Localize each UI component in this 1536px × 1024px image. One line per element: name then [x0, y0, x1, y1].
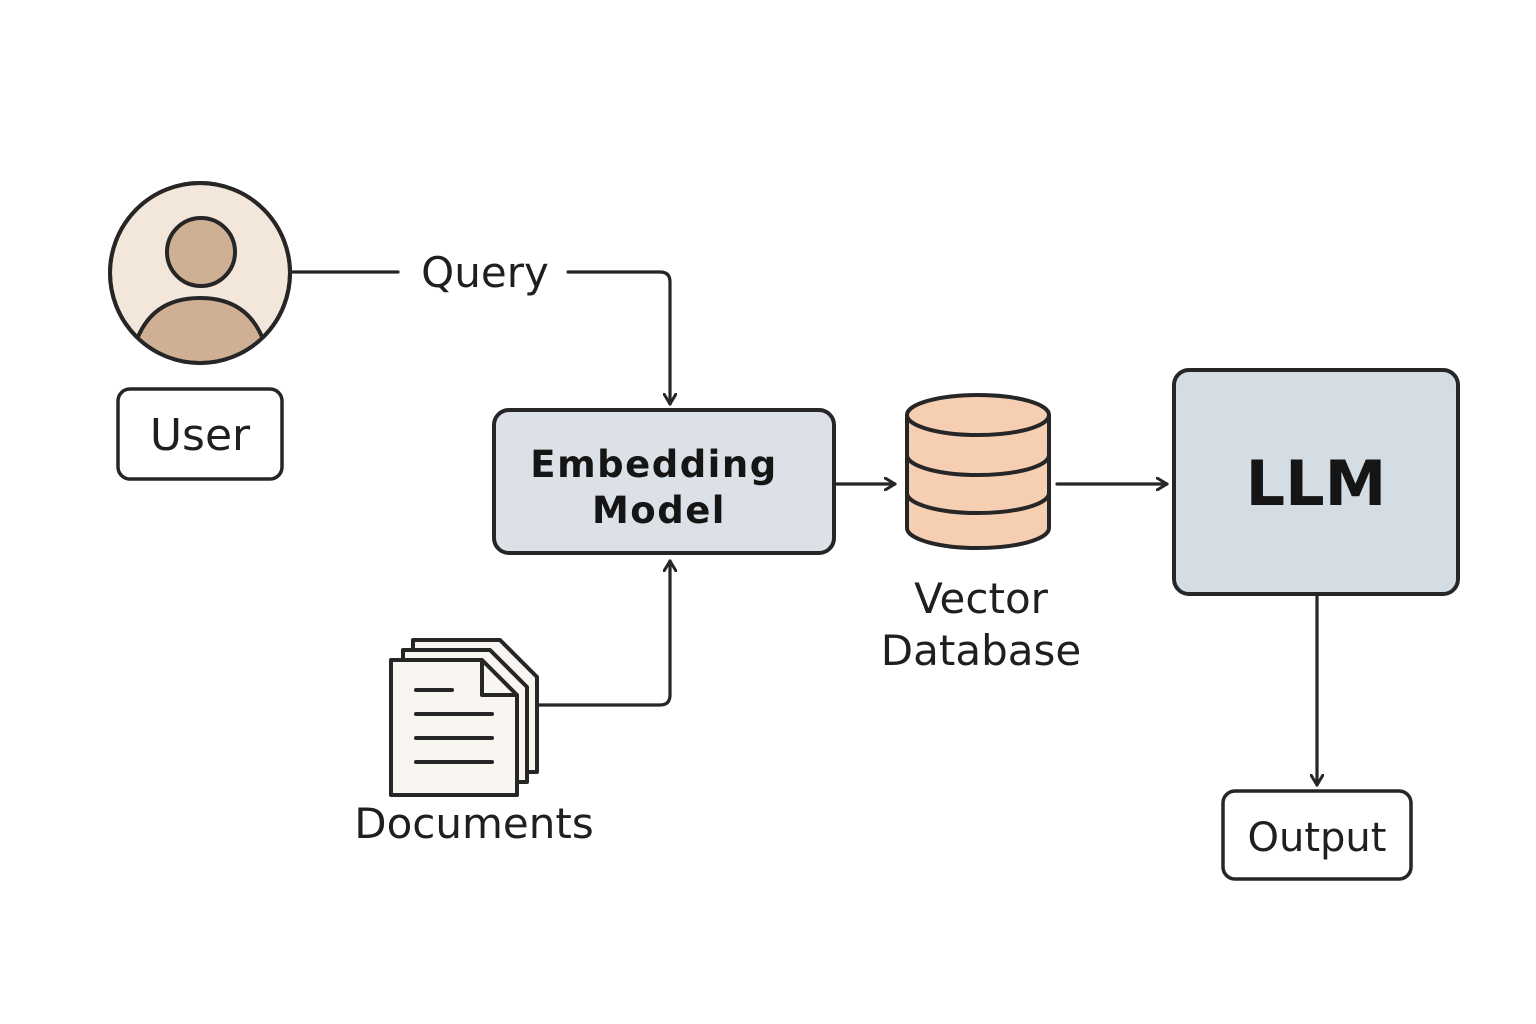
documents-stack-icon — [389, 638, 539, 797]
output-node: Output — [1221, 789, 1413, 881]
llm-label: LLM — [1246, 447, 1387, 520]
user-node: User — [108, 181, 292, 481]
embedding-model-box — [492, 408, 836, 555]
database-cylinder-icon — [905, 393, 1051, 550]
query-label: Query — [421, 248, 549, 297]
user-label-box — [116, 387, 284, 481]
connectors — [289, 270, 1317, 787]
vector-database-label-line1: Vector — [914, 574, 1049, 623]
documents-label: Documents — [354, 799, 593, 848]
query-to-embedding-arrow — [566, 270, 670, 406]
vector-database-label-line2: Database — [881, 626, 1081, 675]
llm-box — [1172, 368, 1460, 596]
output-box — [1221, 789, 1413, 881]
user-avatar-icon — [108, 181, 292, 365]
user-label: User — [150, 410, 251, 461]
embedding-model-label-line1: Embedding — [530, 443, 777, 486]
llm-node: LLM — [1172, 368, 1460, 596]
vector-database-node: Vector Database — [881, 393, 1081, 675]
embedding-model-label-line2: Model — [592, 489, 726, 532]
documents-node: Documents — [354, 638, 594, 848]
documents-to-embedding-arrow — [535, 559, 670, 707]
output-label: Output — [1248, 815, 1387, 861]
embedding-model-node: Embedding Model — [492, 408, 836, 555]
